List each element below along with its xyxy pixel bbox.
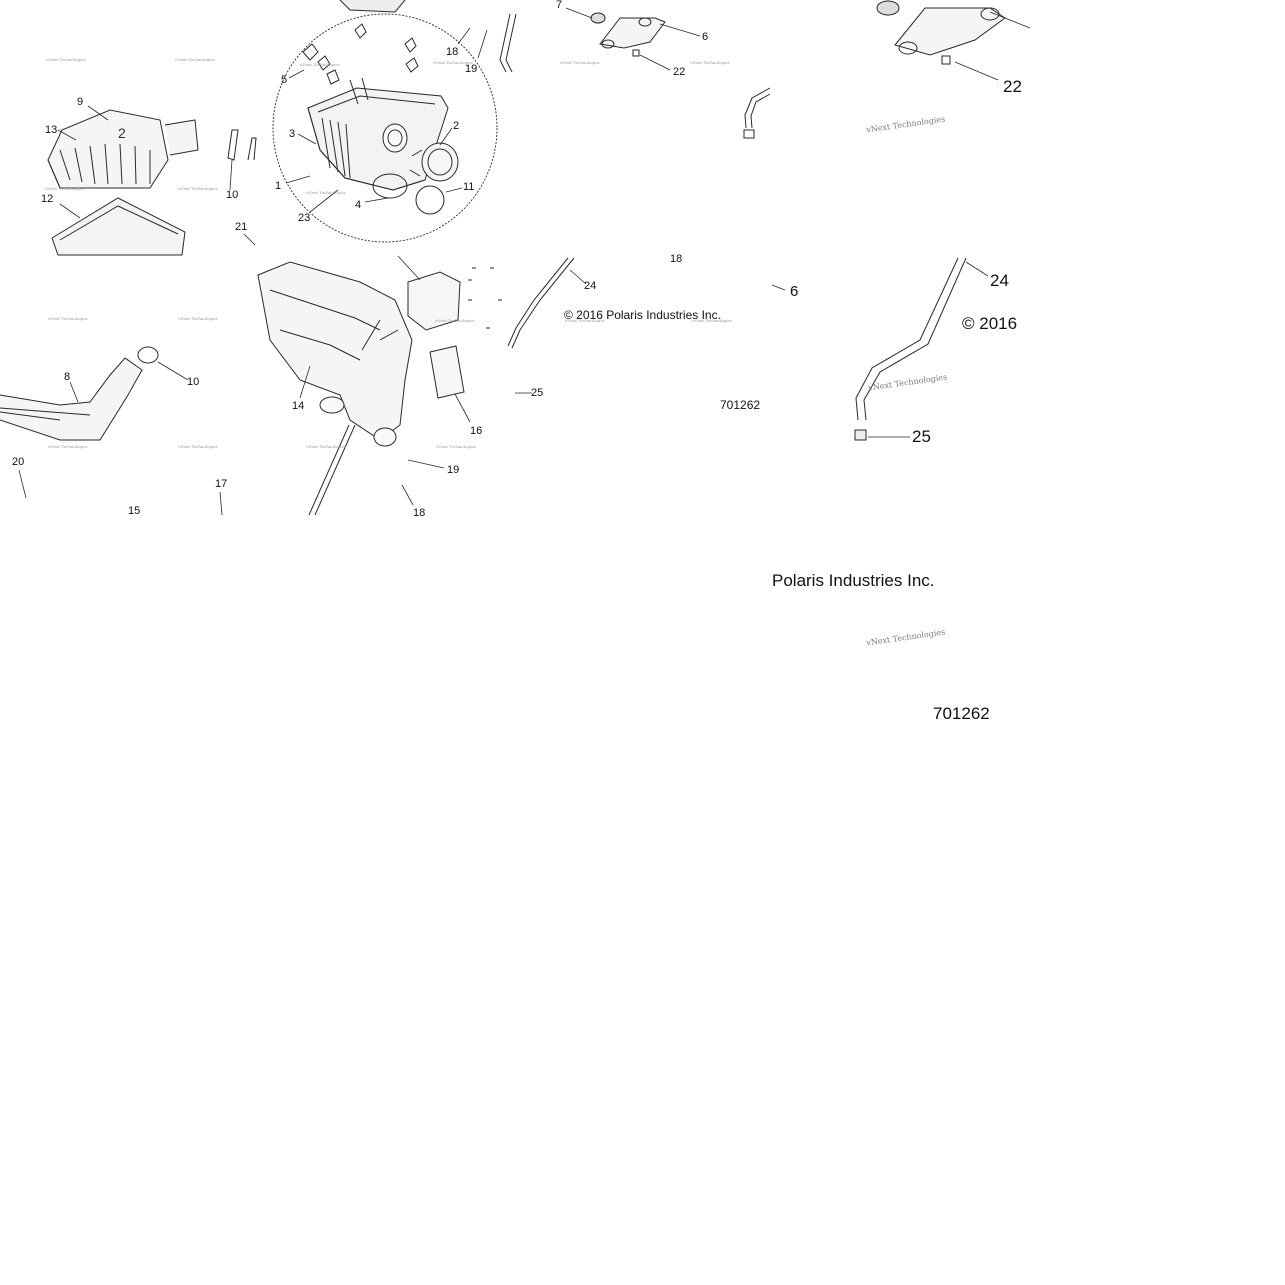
airbox-body — [307, 77, 449, 191]
watermark: vNext Technologies — [48, 444, 88, 449]
watermark: vNext Technologies — [433, 60, 473, 65]
watermark: vNext Technologies — [690, 60, 730, 65]
air-filter — [51, 197, 186, 256]
callout-25-small: 25 — [531, 387, 544, 399]
watermark: vNext Technologies — [45, 186, 85, 191]
callout-17: 17 — [215, 478, 228, 490]
callout-21: 21 — [235, 221, 248, 233]
callout-1: 1 — [275, 180, 282, 192]
callout-22-large: 22 — [1003, 77, 1022, 96]
elbow-fitting-small — [744, 87, 771, 129]
callout-15: 15 — [128, 505, 141, 517]
clips — [302, 23, 419, 85]
callout-11: 11 — [463, 181, 475, 193]
callout-10-upper: 10 — [226, 189, 239, 201]
callout-7: 7 — [556, 0, 563, 11]
filter-pad-16 — [429, 345, 465, 399]
inlet-boot — [409, 142, 459, 182]
mount-bracket-left — [599, 17, 666, 49]
watermark: vNext Technologies — [175, 57, 215, 62]
callout-4: 4 — [355, 199, 362, 211]
callout-12: 12 — [41, 193, 54, 205]
vent-hose-top — [499, 13, 517, 73]
callout-18-upper: 18 — [446, 46, 459, 58]
part-number-large: 701262 — [933, 704, 990, 723]
callout-5: 5 — [281, 74, 288, 86]
callout-18-lower: 18 — [413, 507, 426, 519]
part-number-small: 701262 — [720, 398, 761, 412]
watermark: vNext Technologies — [435, 318, 475, 323]
drain-tube-right — [855, 257, 967, 421]
watermark: vNext Technologies — [178, 316, 218, 321]
watermark: vNext Technologies — [306, 190, 346, 195]
bolt-22-right — [941, 55, 951, 65]
watermark: vNext Technologies — [436, 444, 476, 449]
callout-2: 2 — [453, 120, 460, 132]
breather-hose — [308, 424, 356, 516]
screws — [468, 267, 502, 329]
company-name-large: Polaris Industries Inc. — [772, 571, 935, 590]
filter-cover: 2 — [47, 109, 199, 189]
watermark: vNext Technologies — [692, 318, 732, 323]
callout-9: 9 — [77, 96, 84, 108]
copyright-large: © 2016 — [962, 314, 1018, 333]
airbox-group-outline — [272, 13, 498, 243]
watermark: vNext Technologies — [178, 444, 218, 449]
bolt-22-left — [632, 49, 640, 57]
intake-plenum — [257, 261, 413, 447]
cover-edge — [339, 0, 406, 13]
clamp-4 — [372, 173, 408, 199]
grommet-7-right — [876, 0, 900, 16]
intake-duct — [0, 346, 159, 441]
copyright-small: © 2016 Polaris Industries Inc. — [564, 308, 721, 322]
clamp-11 — [415, 185, 445, 215]
callout-3: 3 — [289, 128, 296, 140]
callout-20: 20 — [12, 456, 25, 468]
callout-19-lower: 19 — [447, 464, 460, 476]
callout-24-large: 24 — [990, 271, 1009, 290]
callout-25-large: 25 — [912, 427, 931, 446]
watermark: vNext Technologies — [178, 186, 218, 191]
watermark: vNext Technologies — [46, 57, 86, 62]
watermark: vNext Technologies — [560, 60, 600, 65]
mount-bracket-right — [894, 7, 1006, 56]
callout-6-mid: 6 — [790, 283, 799, 300]
grommet-7 — [590, 12, 606, 24]
svg-text:2: 2 — [118, 125, 126, 141]
watermark: vNext Technologies — [306, 444, 346, 449]
watermark: vNext Technologies — [565, 318, 605, 323]
callout-6-upper: 6 — [702, 31, 709, 43]
callout-23: 23 — [298, 212, 311, 224]
callout-24-small: 24 — [584, 280, 597, 292]
callout-22-small: 22 — [673, 66, 686, 78]
callout-8: 8 — [64, 371, 71, 383]
callout-13: 13 — [45, 124, 58, 136]
prefilter-box — [407, 271, 461, 331]
cap-25 — [854, 429, 867, 441]
callout-18-mid: 18 — [670, 253, 683, 265]
callout-14: 14 — [292, 400, 305, 412]
callout-10-lower: 10 — [187, 376, 200, 388]
callout-16: 16 — [470, 425, 483, 437]
clamp-10-upper — [227, 129, 239, 161]
watermark: vNext Technologies — [48, 316, 88, 321]
watermark: vNext Technologies — [300, 62, 340, 67]
callout-19-upper: 19 — [465, 63, 478, 75]
drain-tube-left — [511, 257, 575, 349]
